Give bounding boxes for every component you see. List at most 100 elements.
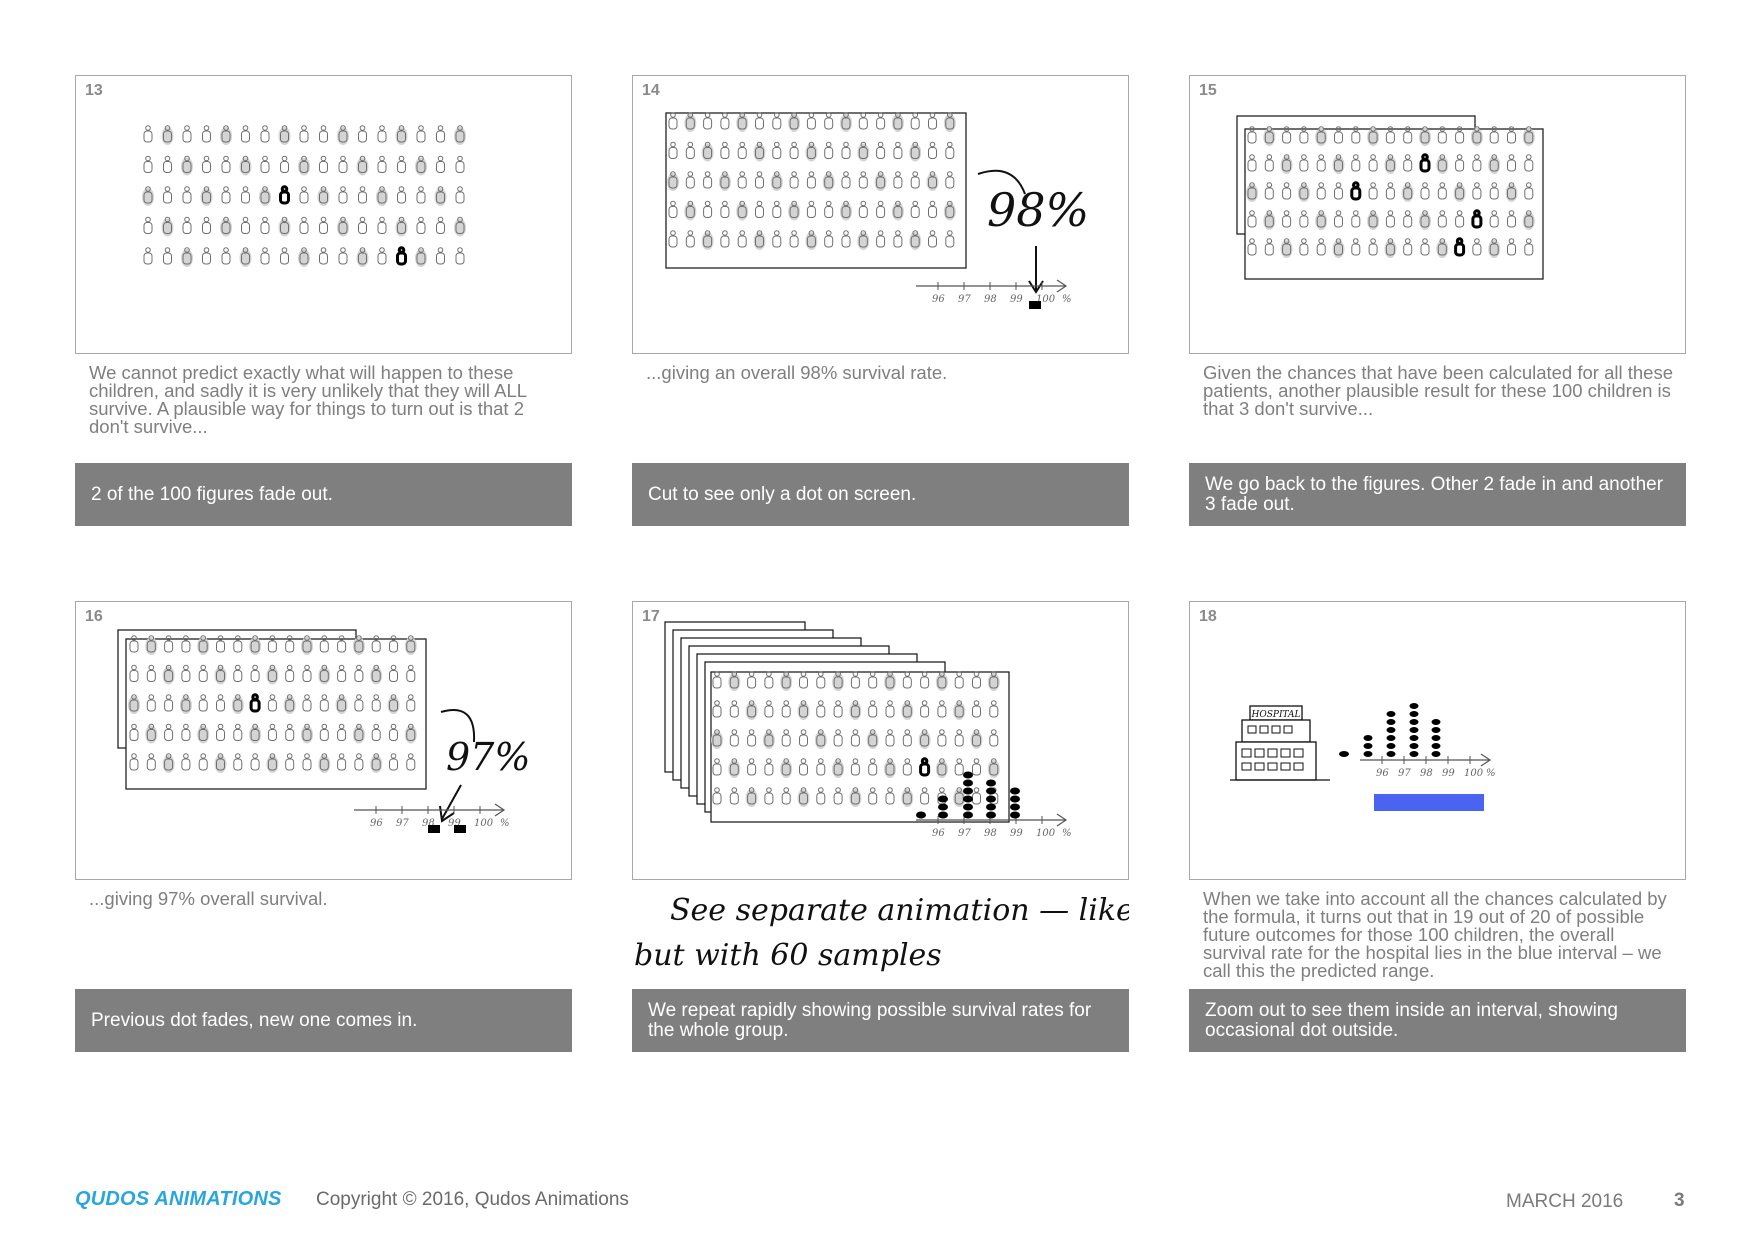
down-arrow [1028, 246, 1044, 294]
figures-grid [1246, 126, 1535, 258]
figure-head [825, 141, 832, 148]
figure-head [825, 230, 832, 236]
person-figure [935, 671, 948, 691]
figure-head [783, 700, 789, 706]
person-figure [200, 186, 213, 206]
hospital-windows [1241, 725, 1304, 771]
figure-head [670, 141, 676, 148]
figure-body [954, 763, 964, 776]
figure-body [703, 117, 713, 130]
figure-head [359, 247, 366, 253]
person-figure [214, 664, 227, 685]
figure-body [1247, 187, 1257, 200]
person-figure [712, 787, 722, 805]
person-figure [338, 155, 348, 173]
person-figure [146, 694, 156, 712]
figure-body [902, 676, 912, 689]
sample-dot [963, 779, 973, 787]
person-figure [840, 112, 852, 132]
figure-head [1335, 238, 1342, 244]
person-figure [1507, 126, 1516, 144]
person-figure [1385, 210, 1395, 228]
person-figure [371, 694, 381, 712]
person-figure [937, 729, 947, 747]
figure-head [904, 700, 911, 706]
figure-head [939, 729, 945, 735]
figure-head [852, 758, 859, 764]
person-figure [1299, 210, 1309, 228]
person-figure [1332, 154, 1345, 174]
figure-body [358, 130, 367, 143]
figure-body [377, 191, 387, 204]
person-figure [954, 729, 964, 747]
figure-body [377, 222, 387, 234]
person-figure [318, 753, 331, 773]
figure-body [1316, 187, 1326, 200]
person-figure [747, 671, 757, 689]
person-figure [943, 112, 956, 132]
person-figure [1488, 238, 1501, 258]
figure-head [356, 694, 362, 700]
figure-head [887, 729, 893, 735]
figure-head [783, 787, 789, 793]
figure-head [731, 787, 738, 793]
figure-body [280, 130, 289, 143]
person-figure [1247, 154, 1257, 172]
person-figure [241, 186, 250, 204]
person-figure [319, 216, 328, 234]
figure-body [858, 176, 868, 189]
sample-dot [986, 811, 996, 819]
figure-body [182, 222, 192, 234]
person-figure [764, 787, 774, 805]
figure-head [1491, 182, 1498, 188]
figure-head [223, 155, 229, 162]
figure-head [1474, 126, 1480, 132]
figure-body [163, 130, 172, 143]
figure-body [920, 734, 930, 747]
figure-head [338, 753, 345, 759]
person-figure [816, 758, 826, 776]
figure-head [242, 216, 249, 223]
figure-body [202, 191, 211, 204]
person-figure [266, 753, 279, 773]
axis-arrowhead [1480, 753, 1492, 767]
person-figure [406, 753, 416, 771]
figure-head [203, 125, 210, 131]
person-figure [928, 200, 937, 218]
figure-body [250, 670, 260, 682]
person-figure [319, 635, 329, 653]
person-figure [1351, 126, 1361, 144]
person-figure [737, 230, 747, 248]
survival-dot-97 [428, 825, 440, 833]
figure-body [241, 222, 250, 234]
person-figure [728, 758, 741, 778]
figure-head [281, 247, 288, 253]
figure-head [991, 729, 997, 735]
person-figure [299, 186, 309, 204]
person-figure [250, 753, 260, 771]
figure-head [1318, 210, 1324, 216]
figure-head [783, 758, 789, 764]
person-figure [1316, 182, 1326, 200]
figure-head [731, 729, 738, 735]
person-figure [928, 230, 937, 248]
figure-head [437, 155, 444, 162]
figure-body [1471, 214, 1483, 229]
person-figure [885, 700, 895, 718]
person-figure [781, 787, 791, 805]
figure-head [921, 671, 928, 677]
figure-body [1385, 243, 1395, 256]
person-figure [129, 664, 139, 682]
caption-14: ...giving an overall 98% survival rate. [646, 362, 948, 383]
figure-head [722, 141, 728, 148]
person-figure [416, 216, 426, 234]
figure-head [774, 112, 780, 118]
figure-head [739, 112, 745, 118]
figure-head [895, 200, 901, 207]
figure-head [1439, 154, 1446, 160]
person-figure [233, 753, 243, 771]
figure-head [748, 671, 755, 677]
